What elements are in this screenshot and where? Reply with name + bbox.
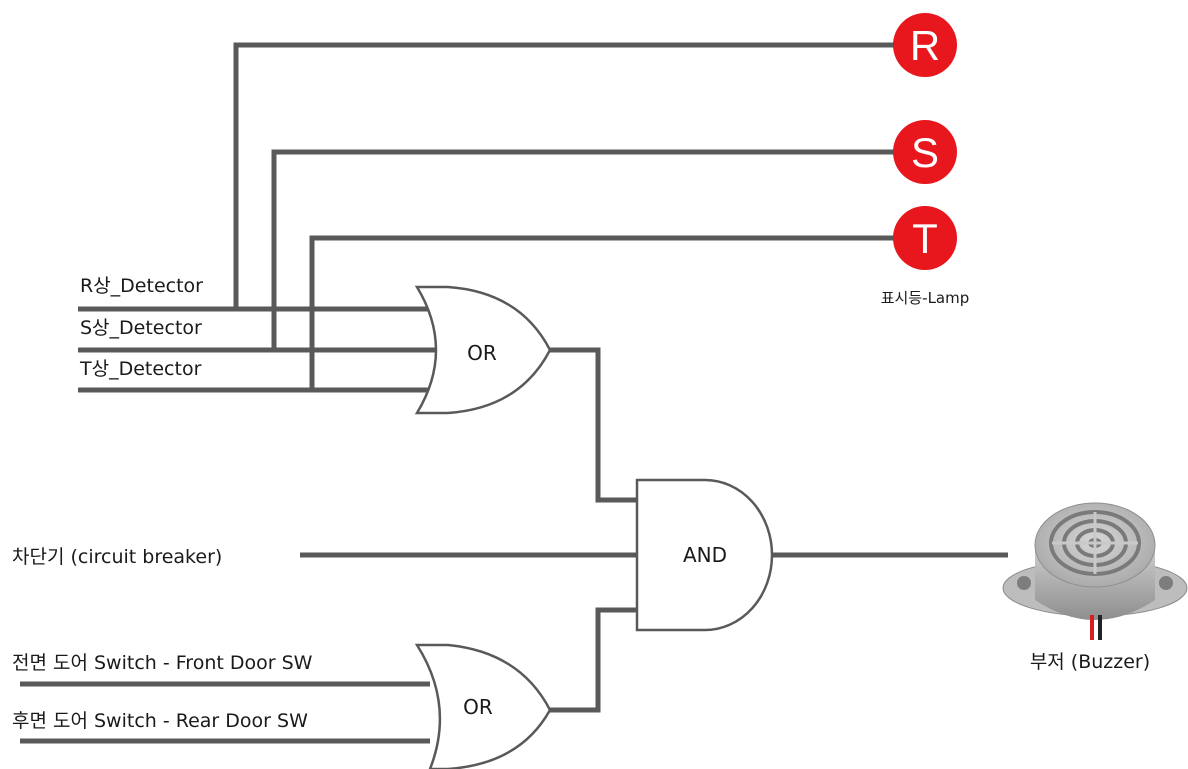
and-gate-label: AND [683,543,727,567]
or-bottom-to-and-wire [550,607,640,713]
lamp-r: R [893,13,957,77]
t-lamp-wire [309,235,900,390]
lamp-s-circle [893,120,957,184]
lamp-r-letter: R [910,22,940,69]
or-gate-top-label: OR [467,341,497,365]
buzzer-caption: 부저 (Buzzer) [1030,651,1150,673]
or-top-to-and-wire [550,347,640,503]
lamp-r-circle [893,13,957,77]
front-door-label: 전면 도어 Switch - Front Door SW [12,652,313,674]
lamp-caption: 표시등-Lamp [881,289,970,307]
or-gate-bottom [414,643,552,769]
lamp-s: S [893,120,957,184]
r-detector-label: R상_Detector [80,275,203,297]
or-gate-bottom-label: OR [463,695,493,719]
buzzer-mount-hole-left [1017,576,1031,590]
t-detector-label: T상_Detector [79,358,202,380]
lamp-t-letter: T [912,215,938,262]
s-detector-label: S상_Detector [80,317,202,339]
and-gate [635,478,774,632]
lamp-t: T [893,206,957,270]
lamp-s-letter: S [911,129,939,176]
r-lamp-wire [233,42,900,309]
buzzer-icon [1002,502,1188,640]
s-lamp-wire [271,149,900,350]
lamp-t-circle [893,206,957,270]
rear-door-label: 후면 도어 Switch - Rear Door SW [12,710,308,732]
circuit-breaker-label: 차단기 (circuit breaker) [12,546,222,568]
or-gate-top [414,285,552,415]
buzzer-mount-hole-right [1159,576,1173,590]
